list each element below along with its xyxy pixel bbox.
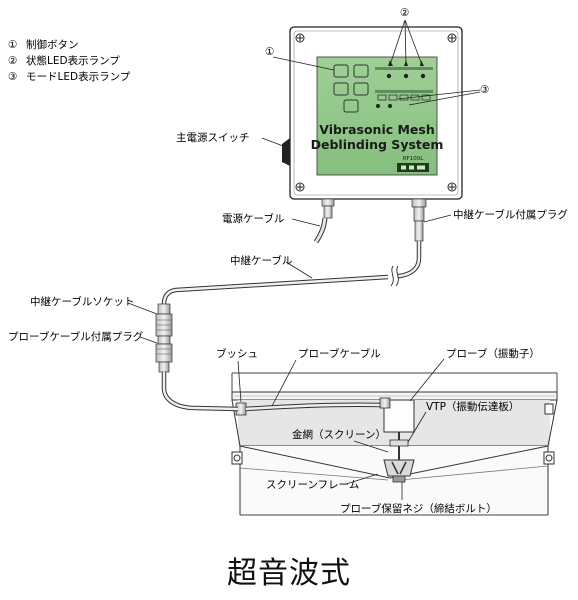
label-relay-cable: 中継ケーブル <box>230 254 292 267</box>
callout-3-leaders <box>397 89 481 106</box>
callout-1: ① <box>265 46 274 58</box>
label-main-power-switch: 主電源スイッチ <box>176 131 250 144</box>
status-led <box>403 73 409 79</box>
brand-line-1: Vibrasonic Mesh <box>319 122 435 137</box>
label-probe-retaining-screw: プローブ保留ネジ（締結ボルト） <box>340 502 497 515</box>
label-mesh: 金網（スクリーン） <box>292 428 386 441</box>
callout-2: ② <box>400 7 409 19</box>
relay-cable: 中継ケーブル <box>161 241 422 305</box>
clamp-icon <box>544 403 554 415</box>
callout-1-leader <box>272 56 335 71</box>
power-cable-gland <box>321 198 335 207</box>
connector-chain: 中継ケーブルソケット プローブケーブル付属プラグ <box>8 295 173 373</box>
label-probe-cable: プローブケーブル <box>298 347 381 360</box>
mode-led <box>388 104 392 108</box>
control-button[interactable] <box>343 99 359 113</box>
status-label-strip <box>375 67 433 70</box>
leader-probe-cable <box>271 359 297 407</box>
model-number: RF100L <box>403 156 424 162</box>
control-button[interactable] <box>333 64 349 78</box>
controller-inner-edge <box>293 30 459 196</box>
control-button[interactable] <box>353 64 369 78</box>
label-probe: プローブ（振動子） <box>446 347 540 360</box>
probe-cable-plug <box>157 335 171 345</box>
status-led <box>386 73 392 79</box>
status-led <box>420 73 426 79</box>
mode-led <box>376 104 380 108</box>
leader-relay-cable <box>285 261 313 279</box>
legend: ① 制御ボタン ② 状態LED表示ランプ ③ モードLED表示ランプ <box>8 38 131 83</box>
label-relay-cable-socket: 中継ケーブルソケット <box>30 295 134 308</box>
leader-bushing <box>237 360 242 403</box>
relay-cable-plug <box>411 198 427 208</box>
legend-text-status-led: 状態LED表示ランプ <box>26 54 120 67</box>
status-leds <box>375 67 433 79</box>
probe-retaining-screw <box>383 459 415 477</box>
screen-frame-brace <box>239 445 549 479</box>
callout-3: ③ <box>480 84 489 96</box>
label-vtp: VTP（振動伝達板） <box>426 400 519 413</box>
main-power-switch[interactable] <box>282 138 290 166</box>
legend-num-1: ① <box>8 39 17 51</box>
control-button[interactable] <box>353 82 369 96</box>
brand-line-2: Deblinding System <box>311 137 444 152</box>
relay-cable-socket <box>157 303 171 315</box>
legend-text-mode-led: モードLED表示ランプ <box>26 70 131 83</box>
leader-relay-cable-plug <box>423 214 452 223</box>
maker-logo-icon <box>401 165 425 170</box>
label-power-cable: 電源ケーブル <box>222 212 284 225</box>
leader-relay-cable-socket <box>127 302 158 315</box>
cable-break-mark <box>390 265 394 287</box>
leader-probe-cable-plug <box>139 336 158 344</box>
frame-clamps <box>231 403 555 465</box>
figure-caption: 超音波式 <box>227 556 351 591</box>
leader-vtp <box>407 411 427 443</box>
legend-num-2: ② <box>8 55 17 67</box>
label-relay-cable-plug: 中継ケーブル付属プラグ <box>453 208 568 221</box>
callout-2-leaders <box>389 19 423 66</box>
label-bushing: ブッシュ <box>216 347 258 360</box>
control-buttons <box>333 64 369 113</box>
controller-box: Vibrasonic Mesh Deblinding System RF100L… <box>176 7 568 244</box>
mode-label-strip <box>375 90 433 93</box>
vtp-plate <box>389 439 409 447</box>
leader-main-power-switch <box>261 137 284 147</box>
label-screen-frame: スクリーンフレーム <box>266 479 359 491</box>
leader-probe <box>409 358 445 402</box>
leader-mesh <box>353 440 389 453</box>
legend-num-3: ③ <box>8 71 17 83</box>
leader-screen-frame <box>345 473 379 485</box>
screen-assembly: ブッシュ プローブケーブル プローブ（振動子） VTP（振動伝達板） 金網（スク… <box>161 347 558 516</box>
legend-text-control-button: 制御ボタン <box>26 38 79 51</box>
leader-power-cable <box>291 218 321 227</box>
label-probe-cable-plug: プローブケーブル付属プラグ <box>8 330 144 343</box>
control-button[interactable] <box>333 82 349 96</box>
